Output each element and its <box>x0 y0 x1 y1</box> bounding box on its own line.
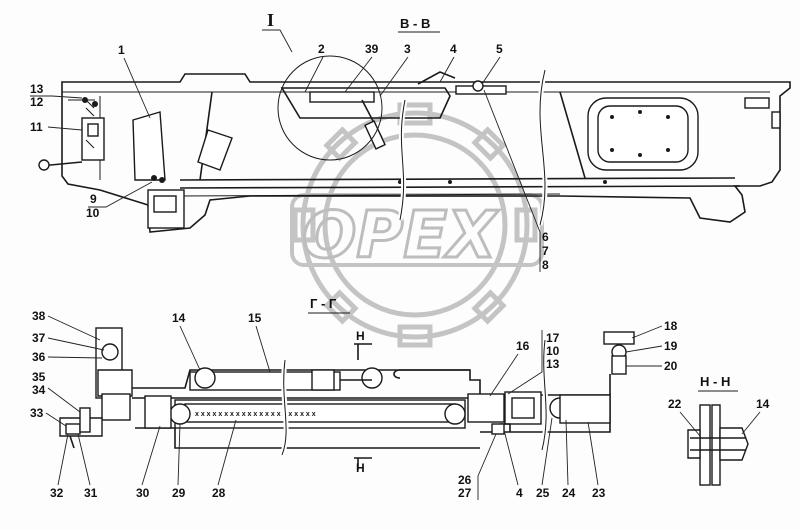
svg-text:x x x x x x x x x x x x x x x: x x x x x x x x x x x x x x x x x x x x … <box>195 411 316 418</box>
watermark-logo: OPEX <box>290 102 544 348</box>
section-bb-title: В - В <box>400 16 430 31</box>
callout-32: 32 <box>50 486 64 500</box>
callout-12: 12 <box>30 95 44 109</box>
callout-5: 5 <box>496 42 503 56</box>
callout-27: 27 <box>458 486 472 500</box>
callout-10-bottom: 10 <box>546 344 560 358</box>
callout-17: 17 <box>546 331 560 345</box>
callout-31: 31 <box>84 486 98 500</box>
section-bb-labels: I В - В 1 2 39 3 4 5 13 12 11 9 10 6 7 8 <box>30 10 549 272</box>
callout-28: 28 <box>212 486 226 500</box>
callout-11: 11 <box>30 120 43 134</box>
section-bb-view <box>38 55 791 233</box>
callout-33: 33 <box>30 406 44 420</box>
callout-29: 29 <box>172 486 186 500</box>
callout-39: 39 <box>365 42 379 56</box>
section-gg-labels: Г - Г Н - Н Н Н 38 37 36 35 34 33 32 31 … <box>30 296 770 500</box>
callout-6: 6 <box>542 230 549 244</box>
callout-2: 2 <box>318 42 325 56</box>
callout-3: 3 <box>404 42 411 56</box>
callout-22: 22 <box>668 397 682 411</box>
callout-1: 1 <box>118 43 125 57</box>
callout-20: 20 <box>664 359 678 373</box>
callout-34: 34 <box>32 383 46 397</box>
callout-37: 37 <box>32 331 46 345</box>
callout-10-top: 10 <box>86 206 100 220</box>
detail-circle-I <box>277 55 383 161</box>
callout-35: 35 <box>32 370 46 384</box>
callout-26: 26 <box>458 473 472 487</box>
section-gg-title: Г - Г <box>310 296 337 311</box>
callout-19: 19 <box>664 339 678 353</box>
section-nn-title: Н - Н <box>700 374 730 389</box>
callout-13-bottom: 13 <box>546 357 560 371</box>
callout-8: 8 <box>542 258 549 272</box>
callout-15: 15 <box>248 311 262 325</box>
callout-14-bottom: 14 <box>172 311 186 325</box>
callout-25: 25 <box>536 486 550 500</box>
callout-4-bottom: 4 <box>516 486 523 500</box>
cut-mark-top: Н <box>356 329 365 343</box>
section-gg-view: x x x x x x x x x x x x x x x x x x x x … <box>59 327 635 470</box>
callout-30: 30 <box>136 486 150 500</box>
callout-18: 18 <box>664 319 678 333</box>
callout-23: 23 <box>592 486 606 500</box>
callout-7: 7 <box>542 244 549 258</box>
callout-38: 38 <box>32 309 46 323</box>
view-I-label: I <box>267 10 274 30</box>
callout-24: 24 <box>562 486 576 500</box>
callout-36: 36 <box>32 350 46 364</box>
callout-13-top: 13 <box>30 82 44 96</box>
section-nn-view <box>687 404 749 486</box>
callout-14-nn: 14 <box>756 397 770 411</box>
callout-4-top: 4 <box>450 42 457 56</box>
callout-16: 16 <box>516 339 530 353</box>
callout-9: 9 <box>90 192 97 206</box>
cut-mark-bottom: Н <box>356 461 365 475</box>
